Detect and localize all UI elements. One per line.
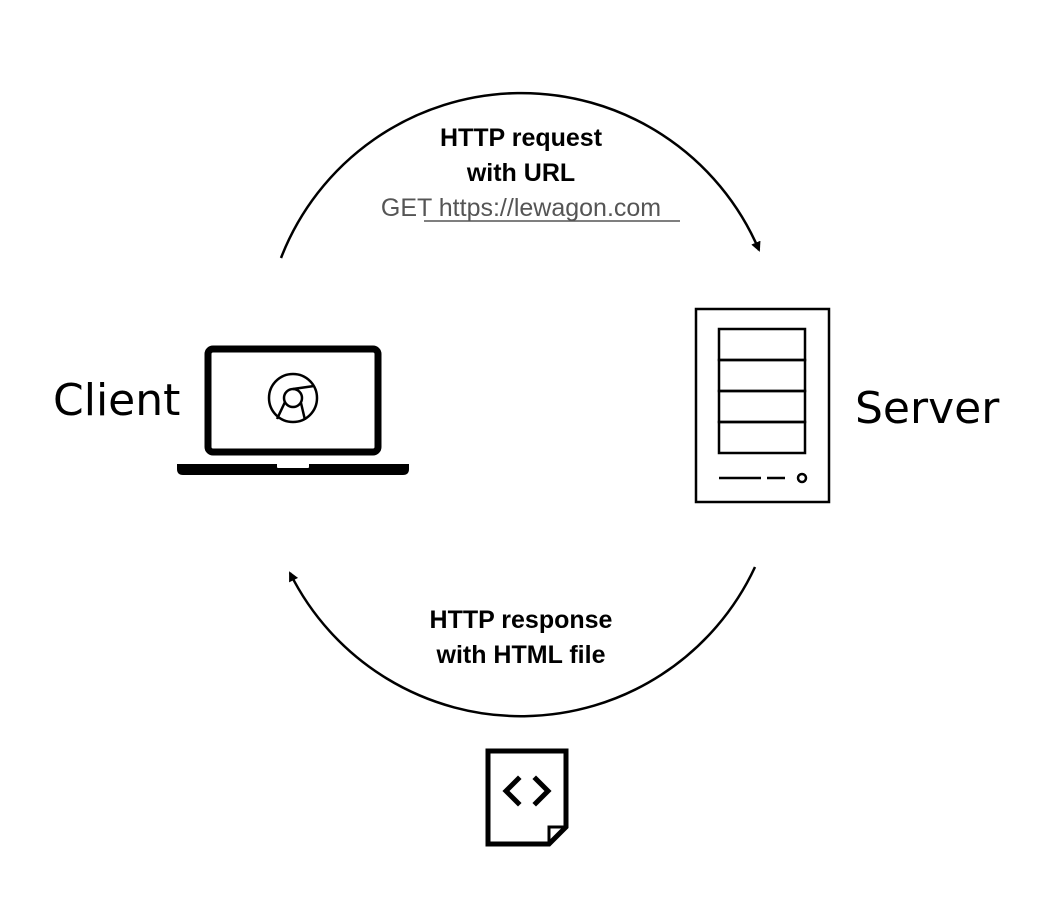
- request-method: GET: [381, 194, 432, 222]
- request-subtitle: with URL: [466, 159, 575, 187]
- response-subtitle: with HTML file: [436, 641, 606, 669]
- request-arrow: [279, 91, 761, 259]
- server-label: Server: [855, 383, 1000, 434]
- html-file-icon: [485, 748, 569, 847]
- response-title: HTTP response: [430, 606, 613, 634]
- laptop-icon: [177, 345, 409, 475]
- request-title: HTTP request: [440, 124, 603, 152]
- chrome-icon: [267, 372, 319, 424]
- request-url-line: GET https://lewagon.com: [381, 194, 661, 222]
- response-arrow: [288, 566, 757, 718]
- client-label: Client: [53, 375, 180, 426]
- server-icon: [694, 307, 831, 504]
- request-url[interactable]: https://lewagon.com: [439, 194, 661, 222]
